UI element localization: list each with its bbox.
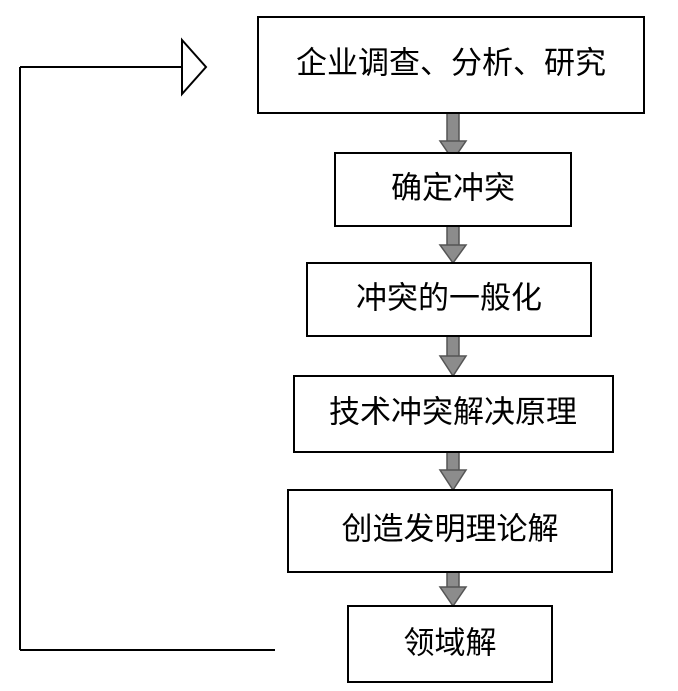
connector-3 [438,335,468,378]
step-box-1: 企业调查、分析、研究 [257,16,645,114]
step-box-6: 领域解 [347,605,553,683]
step-box-4: 技术冲突解决原理 [293,375,614,453]
feedback-arrowhead [181,37,208,97]
step-box-1-label: 企业调查、分析、研究 [296,46,606,82]
step-box-2-label: 确定冲突 [391,171,515,207]
step-box-4-label: 技术冲突解决原理 [329,395,577,431]
step-box-3-label: 冲突的一般化 [356,281,542,317]
step-box-2: 确定冲突 [334,152,572,227]
step-box-3: 冲突的一般化 [306,262,592,337]
connector-4 [438,451,468,492]
connector-5 [438,571,468,608]
step-box-6-label: 领域解 [404,626,497,662]
step-box-5: 创造发明理论解 [287,489,613,573]
step-box-5-label: 创造发明理论解 [342,512,559,548]
connector-2 [438,225,468,265]
